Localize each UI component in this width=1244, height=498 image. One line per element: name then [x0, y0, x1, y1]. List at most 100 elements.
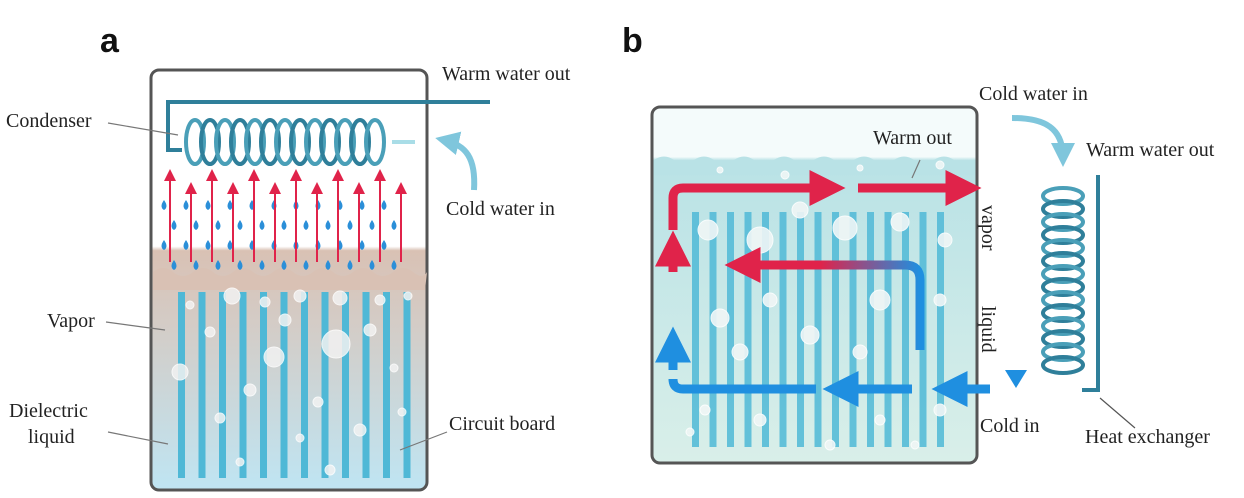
bubble	[293, 289, 307, 303]
droplet	[347, 220, 353, 230]
board-strip	[219, 292, 226, 478]
label-cold-water-in-b: Cold water in	[979, 83, 1088, 105]
bubble	[935, 160, 945, 170]
heat-exchanger-leader	[1099, 397, 1136, 429]
vapor-boundary	[153, 268, 427, 290]
label-circuit-board: Circuit board	[449, 413, 555, 435]
circuit-boards-b	[692, 212, 944, 447]
dielectric-leader	[107, 431, 169, 445]
bubble	[389, 363, 399, 373]
droplet	[303, 220, 309, 230]
coil-loop	[1041, 277, 1085, 297]
liquid-surface	[654, 156, 975, 175]
coil-loop	[1041, 264, 1085, 284]
bubble	[374, 294, 386, 306]
board-strip	[744, 212, 752, 447]
board-strip	[727, 212, 734, 447]
board-strip	[867, 212, 874, 447]
droplet	[215, 260, 221, 270]
flow-return-arrow	[724, 247, 925, 350]
heat-exchanger-coil	[1041, 186, 1085, 375]
droplet	[171, 260, 177, 270]
board-strip	[709, 212, 717, 447]
bubble	[312, 396, 324, 408]
cold-water-in-arrow-b	[1011, 115, 1075, 167]
panel-b-letter: b	[622, 22, 643, 60]
vapor-leader	[105, 321, 166, 331]
droplet	[281, 220, 287, 230]
vapor-liquid-arrow-head	[1005, 370, 1027, 388]
coil-loop	[1041, 303, 1085, 323]
droplet	[237, 260, 243, 270]
bubble	[874, 414, 886, 426]
bubble	[910, 440, 920, 450]
board-strip	[797, 212, 804, 447]
panel-b: Cold water in Warm out Warm water out va…	[650, 83, 1215, 465]
label-heat-exchanger: Heat exchanger	[1085, 426, 1210, 448]
droplet	[259, 220, 265, 230]
bubble	[403, 291, 413, 301]
coil-loop	[1041, 199, 1085, 219]
coil-loop	[1041, 290, 1085, 310]
droplet	[325, 260, 331, 270]
coil-loop	[199, 118, 221, 166]
bubbles-b	[685, 160, 953, 451]
coil-loop	[1041, 329, 1085, 349]
coil-loop	[1041, 238, 1085, 258]
droplet	[391, 260, 397, 270]
bubble	[295, 433, 305, 443]
bubble	[869, 289, 891, 311]
coil-loop	[364, 118, 386, 166]
board-strip	[884, 212, 892, 447]
bubble	[363, 323, 377, 337]
droplet	[369, 260, 375, 270]
label-condenser: Condenser	[6, 110, 92, 132]
bubble	[731, 343, 749, 361]
bubble	[332, 290, 348, 306]
droplet	[183, 200, 189, 210]
droplet	[369, 220, 375, 230]
bubble	[753, 413, 767, 427]
droplet	[359, 240, 365, 250]
board-strip	[902, 212, 909, 447]
droplet	[237, 220, 243, 230]
coil-loop	[1041, 225, 1085, 245]
droplet	[227, 200, 233, 210]
condenser-coil	[184, 118, 386, 166]
board-strip	[321, 292, 329, 478]
droplet	[281, 260, 287, 270]
droplet	[347, 260, 353, 270]
coil-loop	[214, 118, 236, 166]
condenser-leader	[107, 122, 179, 136]
coil-loop	[1041, 212, 1085, 232]
bubble	[353, 423, 367, 437]
circuit-boards	[178, 292, 411, 478]
label-cold-in: Cold in	[980, 415, 1039, 437]
board-strip	[260, 292, 267, 478]
board-strip	[937, 212, 944, 447]
board-strip	[178, 292, 185, 478]
board-strip	[814, 212, 822, 447]
bubble	[890, 212, 910, 232]
droplet	[193, 220, 199, 230]
board-strip	[832, 212, 839, 447]
board-strip	[383, 292, 390, 478]
board-strip	[239, 292, 247, 478]
bubble	[214, 412, 226, 424]
droplet	[359, 200, 365, 210]
droplet	[303, 260, 309, 270]
board-strip	[362, 292, 370, 478]
board-strip	[403, 292, 411, 478]
bubble	[762, 292, 778, 308]
droplet	[391, 220, 397, 230]
heat-exchanger-outlet-pipe	[1082, 175, 1100, 392]
board-strip	[280, 292, 288, 478]
droplet	[215, 220, 221, 230]
bubble	[243, 383, 257, 397]
board-strip	[301, 292, 308, 478]
coil-loop	[259, 118, 281, 166]
droplet	[171, 220, 177, 230]
coil-loop	[229, 118, 251, 166]
coil-loop	[319, 118, 341, 166]
flow-top-arrow	[668, 170, 846, 230]
